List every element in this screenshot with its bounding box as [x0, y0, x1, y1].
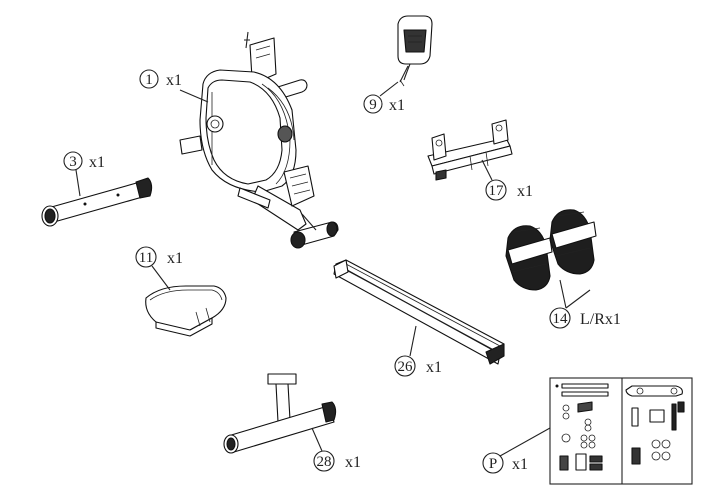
part-9-number: 9 [369, 97, 377, 113]
part-17-qty: x1 [517, 183, 533, 200]
part-14-qty: L/Rx1 [580, 311, 621, 328]
part-28-number: 28 [317, 454, 332, 470]
part-26-rail [333, 259, 505, 365]
part-1-qty: x1 [166, 72, 182, 89]
part-1-main-frame [179, 31, 339, 249]
part-26-qty: x1 [426, 359, 442, 376]
part-p-number: P [489, 456, 497, 472]
part-9-monitor [397, 15, 433, 87]
callout-part-p: P x1 [482, 427, 551, 474]
part-11-seat [145, 285, 227, 337]
part-3-number: 3 [69, 154, 77, 170]
callout-part-11: 11 x1 [135, 246, 183, 291]
part-14-number: 14 [553, 311, 569, 327]
callout-part-26: 26 x1 [394, 325, 442, 377]
callout-part-14: 14 L/Rx1 [549, 279, 621, 329]
part-p-hardware-pack [549, 377, 693, 485]
callout-part-28: 28 x1 [311, 427, 361, 472]
part-28-qty: x1 [345, 454, 361, 471]
part-p-qty: x1 [512, 456, 528, 473]
part-1-number: 1 [145, 72, 153, 88]
part-17-bracket [427, 119, 513, 181]
part-11-number: 11 [139, 250, 153, 266]
callout-part-1: 1 x1 [139, 69, 209, 103]
part-28-front-stabilizer [223, 373, 337, 454]
part-3-qty: x1 [89, 154, 105, 171]
part-11-qty: x1 [167, 250, 183, 267]
callout-part-9: 9 x1 [363, 81, 405, 114]
callout-part-3: 3 x1 [63, 151, 105, 197]
part-26-number: 26 [398, 359, 414, 375]
callout-part-17: 17 x1 [481, 159, 533, 201]
part-9-qty: x1 [389, 97, 405, 114]
part-17-number: 17 [489, 183, 505, 199]
part-3-rear-stabilizer [41, 177, 153, 227]
part-14-pedals [505, 209, 597, 291]
